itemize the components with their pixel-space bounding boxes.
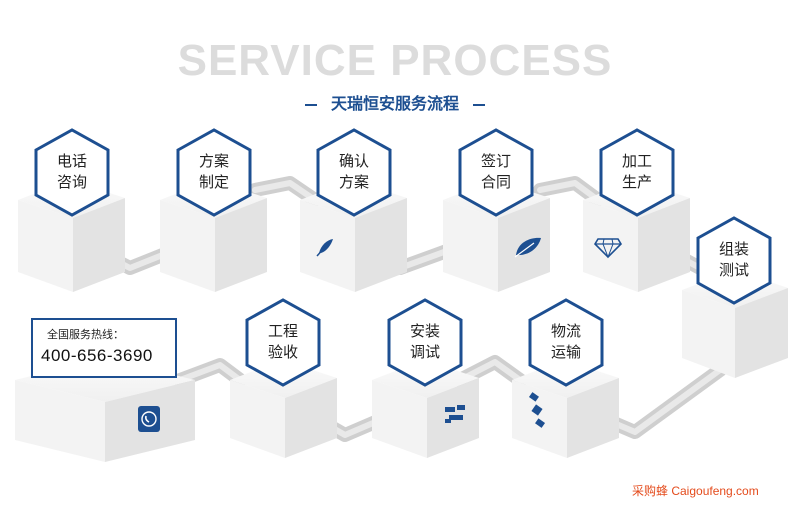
step-sign-contract: 签订 合同 <box>464 151 528 193</box>
tools-icon <box>445 405 465 423</box>
step-label-line1: 组装 <box>718 240 749 258</box>
step-label-line2: 咨询 <box>56 173 87 191</box>
hotline-number[interactable]: 400-656-3690 <box>41 346 153 365</box>
subtitle-text: 天瑞恒安服务流程 <box>330 94 459 113</box>
step-label-line2: 运输 <box>550 343 581 361</box>
step-label-line1: 电话 <box>56 152 87 170</box>
phone-icon <box>138 406 160 432</box>
step-label-line2: 方案 <box>338 173 369 191</box>
step-label-line2: 测试 <box>718 261 749 279</box>
satellite-icon <box>528 392 546 428</box>
page-title: SERVICE PROCESS <box>177 36 613 85</box>
diamond-icon <box>593 238 623 259</box>
step-plan-design: 方案 制定 <box>182 151 246 193</box>
step-label-line1: 方案 <box>198 152 229 170</box>
hotline-box: 全国服务热线： 400-656-3690 <box>31 318 177 378</box>
step-label-line1: 加工 <box>621 152 652 170</box>
step-plan-confirm: 确认 方案 <box>322 151 386 193</box>
page-subtitle: 天瑞恒安服务流程 <box>0 90 790 114</box>
step-assemble-test: 组装 测试 <box>702 239 766 281</box>
watermark: 采购蜂 Caigoufeng.com <box>632 484 759 498</box>
feather-icon <box>316 239 333 257</box>
step-label-line1: 工程 <box>267 322 298 340</box>
step-label-line2: 制定 <box>198 173 229 191</box>
step-install-debug: 安装 调试 <box>393 321 457 363</box>
step-label-line1: 物流 <box>550 322 581 340</box>
step-phone-consult: 电话 咨询 <box>40 151 104 193</box>
cube-5 <box>583 180 690 292</box>
step-label-line1: 安装 <box>409 322 440 340</box>
step-acceptance: 工程 验收 <box>251 321 315 363</box>
hotline-label: 全国服务热线： <box>47 328 124 341</box>
step-manufacture: 加工 生产 <box>605 151 669 193</box>
left-dash <box>304 103 317 106</box>
hexagons <box>34 128 772 387</box>
step-label-line1: 确认 <box>338 152 369 170</box>
right-dash <box>473 103 485 106</box>
step-label-line2: 合同 <box>480 173 511 191</box>
step-label-line2: 生产 <box>621 173 652 191</box>
step-logistics: 物流 运输 <box>534 321 598 363</box>
step-label-line2: 调试 <box>409 343 440 361</box>
leaf-icon <box>514 237 541 258</box>
step-label-line1: 签订 <box>480 152 511 170</box>
step-label-line2: 验收 <box>267 343 298 361</box>
